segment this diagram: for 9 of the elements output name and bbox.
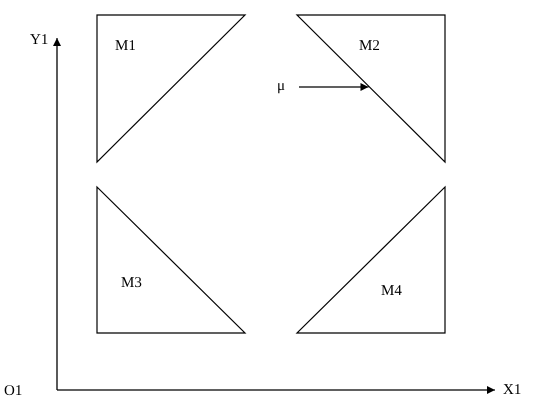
shape-label: M4 xyxy=(381,283,402,300)
axis-label: Y1 xyxy=(30,32,48,49)
axis-label: X1 xyxy=(503,382,522,399)
symbol-label: μ xyxy=(277,78,286,95)
shape-label: M2 xyxy=(359,38,380,55)
axis-label: O1 xyxy=(4,383,22,400)
arrow xyxy=(299,83,368,91)
shape-label: M3 xyxy=(121,275,142,292)
shape-label: M1 xyxy=(115,38,136,55)
